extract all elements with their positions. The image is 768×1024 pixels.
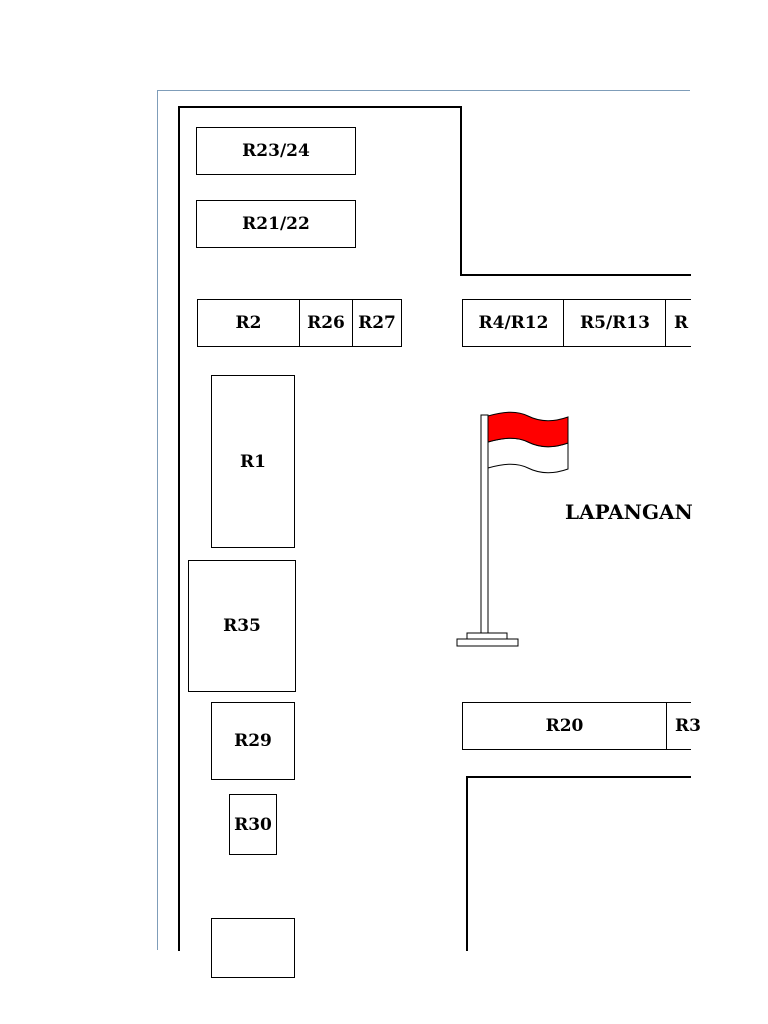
room-r27[interactable]: R27 xyxy=(352,299,402,347)
flagpole-base-top xyxy=(466,632,508,640)
flagpole-base-bottom xyxy=(456,638,519,647)
room-label: R26 xyxy=(307,313,345,333)
room-r5-r13[interactable]: R5/R13 xyxy=(563,299,667,347)
room-label: R27 xyxy=(358,313,396,333)
wall-inner-horizontal xyxy=(460,274,691,276)
room-r-cut-bottom[interactable]: R3 xyxy=(666,702,701,750)
flag-red-band xyxy=(487,411,569,448)
room-r2[interactable]: R2 xyxy=(197,299,300,347)
room-label: R4/R12 xyxy=(478,313,549,333)
room-label: R21/22 xyxy=(242,214,310,234)
page-frame: R23/24 R21/22 R2 R26 R27 R1 R35 R29 R30 … xyxy=(157,90,701,978)
room-r26[interactable]: R26 xyxy=(299,299,353,347)
room-r30[interactable]: R30 xyxy=(229,794,277,855)
wall-bottom-block-left xyxy=(466,776,468,951)
room-r23-24[interactable]: R23/24 xyxy=(196,127,356,175)
room-r35[interactable]: R35 xyxy=(188,560,296,692)
room-label: R29 xyxy=(234,731,272,751)
room-r20[interactable]: R20 xyxy=(462,702,667,750)
room-label: R xyxy=(674,313,689,333)
field-label: LAPANGAN xyxy=(565,500,693,524)
room-r29[interactable]: R29 xyxy=(211,702,295,780)
room-label: R5/R13 xyxy=(580,313,650,333)
flagpole xyxy=(480,414,489,636)
room-r21-22[interactable]: R21/22 xyxy=(196,200,356,248)
room-unlabeled-bottom[interactable] xyxy=(211,918,295,978)
room-label: R20 xyxy=(545,716,584,736)
wall-bottom-block-top xyxy=(466,776,691,778)
room-label: R3 xyxy=(675,716,701,736)
wall-inner-vertical xyxy=(460,106,462,276)
room-r4-r12[interactable]: R4/R12 xyxy=(462,299,565,347)
room-label: R1 xyxy=(240,451,266,472)
flag-icon xyxy=(456,411,569,647)
school-floor-plan: R23/24 R21/22 R2 R26 R27 R1 R35 R29 R30 … xyxy=(158,91,701,978)
wall-left-outer xyxy=(178,106,180,951)
room-r1[interactable]: R1 xyxy=(211,375,295,548)
room-label: R35 xyxy=(223,616,261,636)
room-label: R30 xyxy=(234,814,272,835)
room-label: R23/24 xyxy=(242,141,310,161)
room-r-cut-top[interactable]: R xyxy=(665,299,691,347)
wall-top-left xyxy=(178,106,462,108)
room-label: R2 xyxy=(235,313,262,333)
